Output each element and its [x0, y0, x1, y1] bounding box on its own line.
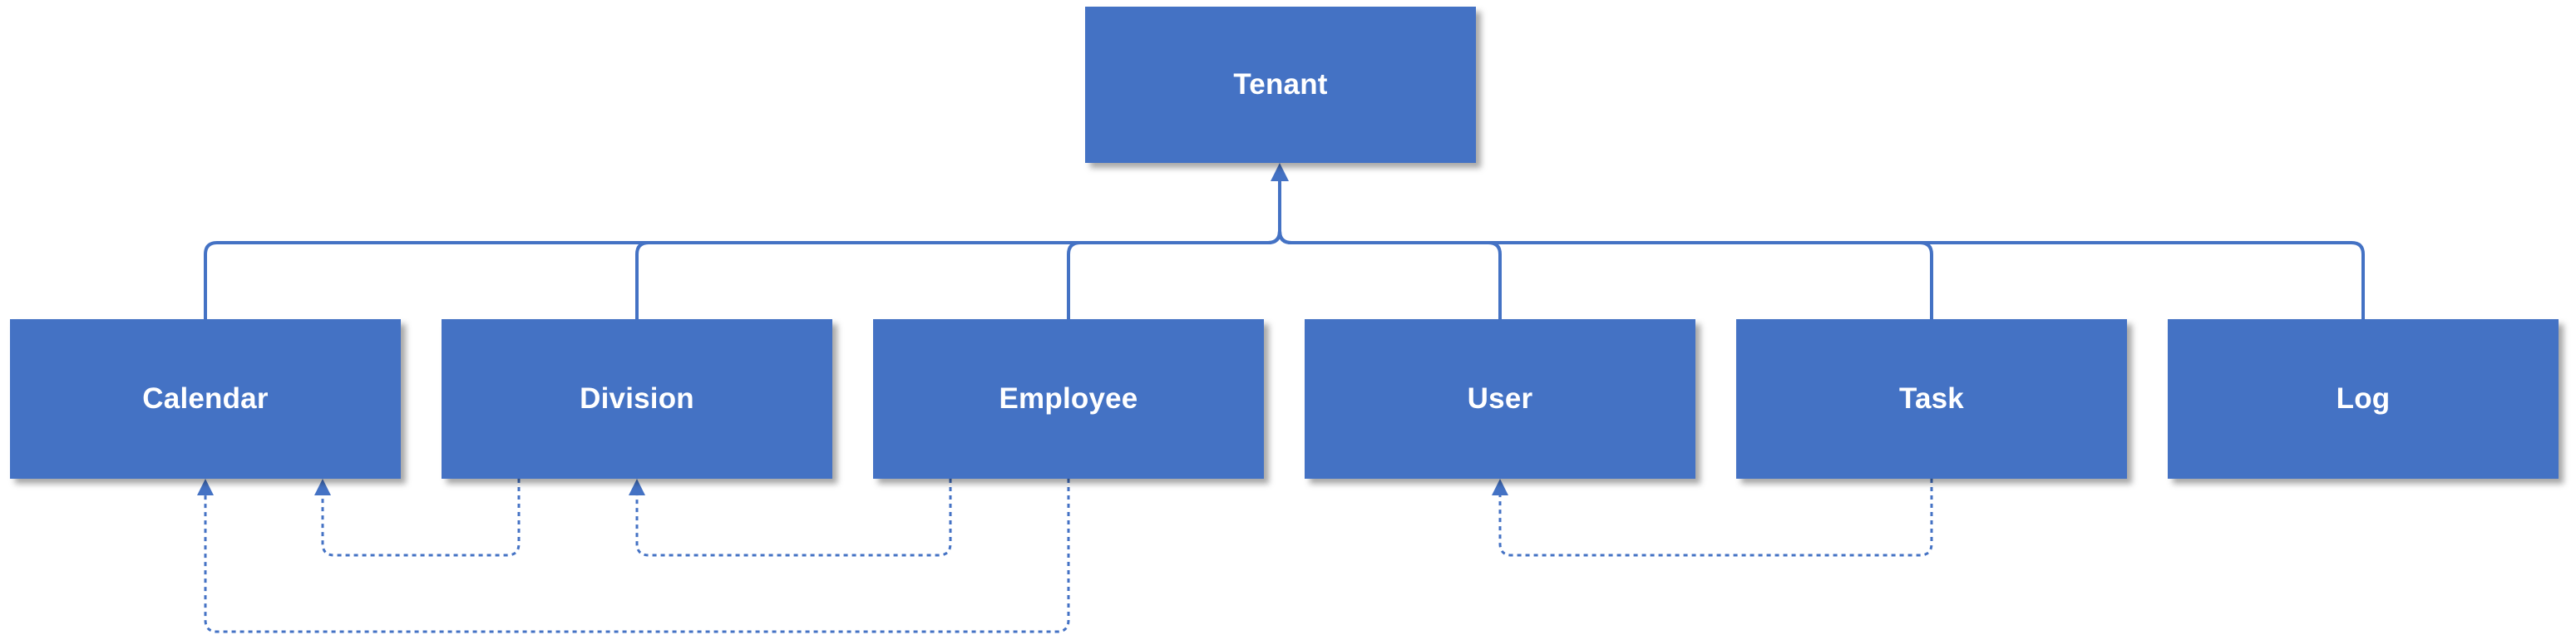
entity-calendar[interactable]: Calendar: [10, 319, 401, 479]
entity-tenant[interactable]: Tenant: [1085, 7, 1476, 163]
arrowhead-calendar-from-employee: [197, 479, 214, 495]
arrowhead-division-from-employee: [629, 479, 645, 495]
connector-task-user: [1498, 479, 1933, 557]
connector-user-tenant: [1278, 176, 1502, 319]
entity-tenant-label: Tenant: [1233, 68, 1328, 101]
entity-log-label: Log: [2336, 382, 2391, 415]
entity-employee[interactable]: Employee: [873, 319, 1264, 479]
entity-task-label: Task: [1899, 382, 1964, 415]
entity-task[interactable]: Task: [1736, 319, 2127, 479]
connector-log-tenant: [1278, 176, 2365, 319]
entity-user[interactable]: User: [1305, 319, 1695, 479]
entity-employee-label: Employee: [999, 382, 1138, 415]
entity-log[interactable]: Log: [2168, 319, 2559, 479]
connector-employee-tenant: [1067, 176, 1281, 319]
entity-division-label: Division: [580, 382, 694, 415]
entity-division[interactable]: Division: [442, 319, 832, 479]
connector-task-tenant: [1278, 176, 1933, 319]
arrowhead-calendar-from-division: [314, 479, 331, 495]
entity-user-label: User: [1467, 382, 1533, 415]
connector-employee-division: [635, 479, 952, 557]
connector-calendar-tenant: [204, 176, 1281, 319]
entity-calendar-label: Calendar: [142, 382, 269, 415]
arrowhead-tenant: [1271, 163, 1289, 181]
arrowhead-user-from-task: [1492, 479, 1508, 495]
connector-division-calendar: [321, 479, 521, 557]
connector-division-tenant: [635, 176, 1281, 319]
